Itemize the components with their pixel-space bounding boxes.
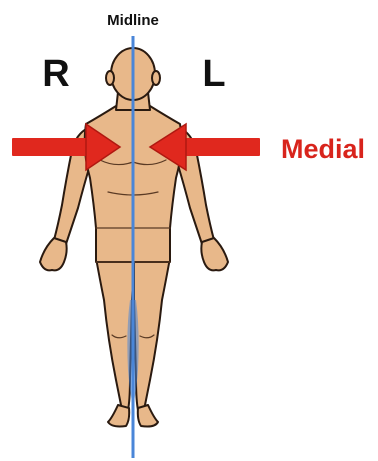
medial-label: Medial <box>281 134 365 164</box>
right-foot <box>108 405 129 427</box>
arrow-shaft <box>12 138 94 156</box>
left-ear <box>152 71 160 85</box>
left-leg <box>134 258 170 410</box>
arrow-shaft <box>182 138 260 156</box>
right-ear <box>106 71 114 85</box>
right-side-label: R <box>42 53 69 95</box>
right-hand <box>40 238 67 270</box>
left-side-label: L <box>202 53 225 95</box>
left-foot <box>138 405 158 427</box>
midline-label: Midline <box>107 12 159 29</box>
left-hand <box>201 238 228 270</box>
